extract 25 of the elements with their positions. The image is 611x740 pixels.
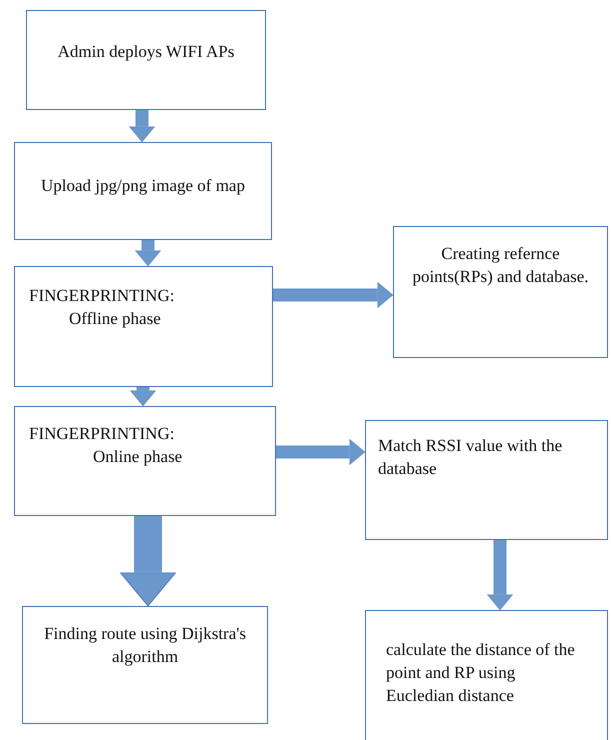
box-text: Admin deploys WIFI APs [56, 41, 236, 63]
box-heading: FINGERPRINTING: [29, 423, 176, 445]
box-subtitle: Online phase [92, 446, 184, 468]
process-box [22, 606, 268, 724]
block-arrow [120, 516, 176, 606]
process-box [14, 142, 272, 240]
block-arrow [486, 540, 514, 610]
block-arrow [273, 282, 394, 308]
process-box [14, 266, 273, 387]
block-arrow [134, 240, 162, 266]
process-box [365, 610, 608, 740]
block-arrow [128, 110, 156, 142]
box-subtitle: Offline phase [68, 308, 162, 330]
block-arrow [276, 438, 366, 466]
box-heading: FINGERPRINTING: [29, 285, 176, 307]
process-box [393, 226, 608, 358]
box-text: Finding route using Dijkstra's algorithm [43, 623, 247, 668]
box-text: calculate the distance of the point and RP using Eucledian distance [386, 639, 576, 707]
block-arrow [130, 387, 156, 406]
box-text: Upload jpg/png image of map [40, 175, 246, 197]
box-text: Match RSSI value with the database [378, 435, 564, 480]
process-box [14, 406, 276, 516]
box-text: Creating refernce points(RPs) and database. [411, 243, 590, 288]
process-box [365, 420, 608, 540]
process-box [26, 10, 266, 110]
